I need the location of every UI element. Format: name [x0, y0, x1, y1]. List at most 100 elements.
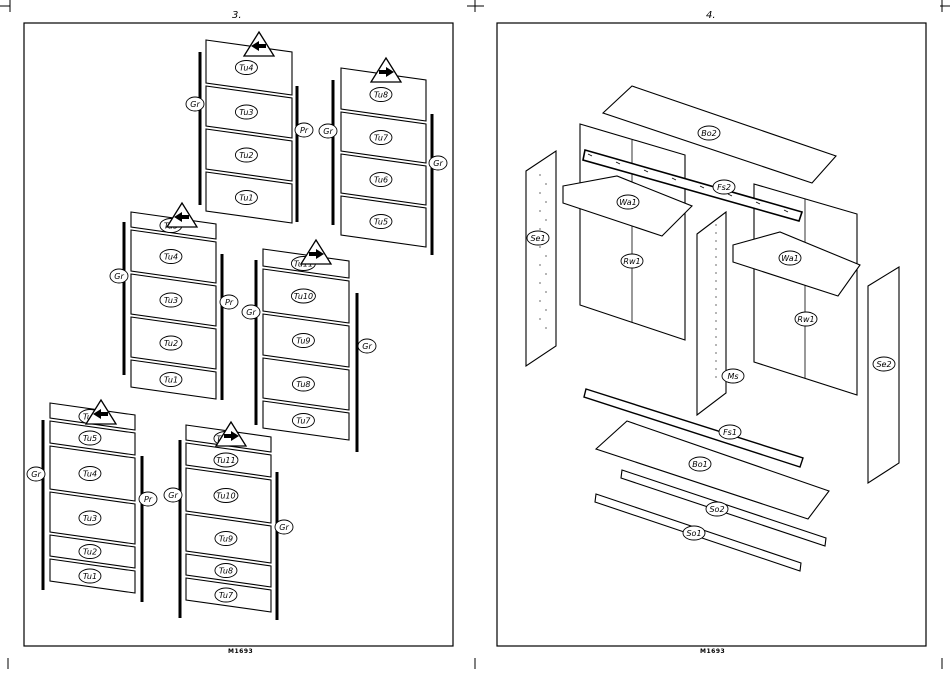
panel-label: Tu7	[370, 131, 392, 145]
part-label-text: Gr	[114, 272, 124, 281]
part-label-text: Gr	[279, 523, 289, 532]
page-number-left: 3.	[232, 10, 242, 21]
part-label: Bo1	[689, 457, 711, 471]
part-label-text: Pr	[225, 298, 234, 307]
profile-label: Pr	[220, 295, 238, 309]
profile-label: Gr	[429, 156, 447, 170]
left-profile	[200, 52, 202, 205]
part-label-text: Tu5	[374, 218, 388, 227]
part-label-text: Tu2	[239, 151, 253, 160]
profile-label: Gr	[164, 488, 182, 502]
profile-label: Gr	[358, 339, 376, 353]
middle-divider	[697, 212, 726, 415]
direction-arrow-right	[301, 240, 331, 264]
part-label-text: Tu9	[219, 535, 233, 544]
panel-label: Tu2	[235, 148, 257, 162]
door-panel-group: Tu12Tu11Tu10Tu9Tu8Tu7GrGr	[164, 422, 293, 620]
part-label-text: Tu8	[296, 380, 310, 389]
part-label-text: Tu2	[83, 548, 97, 557]
right-profile	[277, 472, 279, 620]
panel-label: Tu5	[370, 215, 392, 229]
part-label-text: Tu10	[294, 292, 313, 301]
right-profile	[222, 254, 224, 400]
part-label-text: So2	[709, 505, 724, 514]
part-label-text: Wa1	[781, 254, 798, 263]
profile-label: Gr	[275, 520, 293, 534]
panel-label: Tu1	[160, 373, 182, 387]
panel-label: Tu2	[79, 545, 101, 559]
part-label-text: Tu2	[164, 339, 178, 348]
door-panel-group: Tu6Tu5Tu4Tu3Tu2Tu1GrPr	[27, 400, 157, 602]
part-label-text: Tu1	[83, 572, 97, 581]
profile-label: Gr	[186, 97, 204, 111]
model-code-right: M1693	[700, 648, 725, 655]
panel-label: Tu9	[292, 334, 314, 348]
part-label-text: So1	[686, 529, 701, 538]
panel-label: Tu8	[292, 377, 314, 391]
part-label: Fs1	[719, 425, 741, 439]
part-label-text: Tu3	[164, 296, 178, 305]
panel-label: Tu7	[292, 414, 314, 428]
panel-label: Tu4	[235, 61, 257, 75]
part-label-text: Gr	[433, 159, 443, 168]
part-label-text: Tu6	[374, 176, 388, 185]
part-label-text: Se1	[530, 234, 545, 243]
panel-label: Tu6	[370, 173, 392, 187]
profile-label: Pr	[139, 492, 157, 506]
part-label: Bo2	[698, 126, 720, 140]
part-label-text: Gr	[362, 342, 372, 351]
page-number-right: 4.	[706, 10, 716, 21]
panel-label: Tu3	[160, 293, 182, 307]
part-label-text: Gr	[323, 127, 333, 136]
right-profile	[297, 86, 299, 222]
profile-label: Gr	[27, 467, 45, 481]
part-label: Fs2	[713, 180, 735, 194]
left-profile	[333, 80, 335, 225]
panel-label: Tu11	[214, 453, 238, 467]
part-label-text: Gr	[246, 308, 256, 317]
part-label-text: Tu8	[219, 567, 233, 576]
part-label-text: Se2	[876, 360, 891, 369]
direction-arrow-right	[371, 58, 401, 82]
part-label-text: Tu9	[296, 337, 310, 346]
panel-label: Tu8	[215, 564, 237, 578]
panel-label: Tu7	[215, 588, 237, 602]
part-label-text: Tu7	[296, 417, 311, 426]
direction-arrow-left	[167, 203, 197, 227]
part-label-text: Tu5	[83, 434, 97, 443]
part-label-text: Pr	[144, 495, 153, 504]
side-panel-left	[526, 151, 556, 366]
part-label-text: Tu4	[83, 470, 97, 479]
part-label-text: Tu1	[239, 194, 253, 203]
part-label-text: Rw1	[623, 257, 640, 266]
part-label-text: Gr	[31, 470, 41, 479]
profile-label: Gr	[319, 124, 337, 138]
part-label-text: Tu11	[216, 456, 235, 465]
model-code-left: M1693	[228, 648, 253, 655]
part-label: Wa1	[779, 251, 801, 265]
part-label-text: Fs2	[717, 183, 731, 192]
door-panel-group: Tu11Tu10Tu9Tu8Tu7GrGr	[242, 240, 376, 452]
panel-label: Tu1	[235, 191, 257, 205]
part-label: So1	[683, 526, 705, 540]
panel-label: Tu10	[291, 289, 315, 303]
part-label-text: Tu8	[374, 91, 388, 100]
right-profile	[357, 293, 359, 452]
panel-label: Tu2	[160, 336, 182, 350]
part-label: Rw1	[795, 312, 817, 326]
right-profile	[432, 114, 434, 255]
panel-label: Tu9	[215, 532, 237, 546]
panel-label: Tu3	[79, 511, 101, 525]
part-label-text: Tu10	[216, 492, 235, 501]
door-panel-group: Tu4Tu3Tu2Tu1GrPr	[186, 32, 313, 223]
part-label-text: Tu7	[374, 134, 389, 143]
part-label-text: Bo2	[701, 129, 716, 138]
panel-label: Tu10	[214, 489, 238, 503]
panel-label: Tu8	[370, 88, 392, 102]
part-label-text: Gr	[190, 100, 200, 109]
part-label-text: Fs1	[723, 428, 737, 437]
panel-label: Tu3	[235, 105, 257, 119]
